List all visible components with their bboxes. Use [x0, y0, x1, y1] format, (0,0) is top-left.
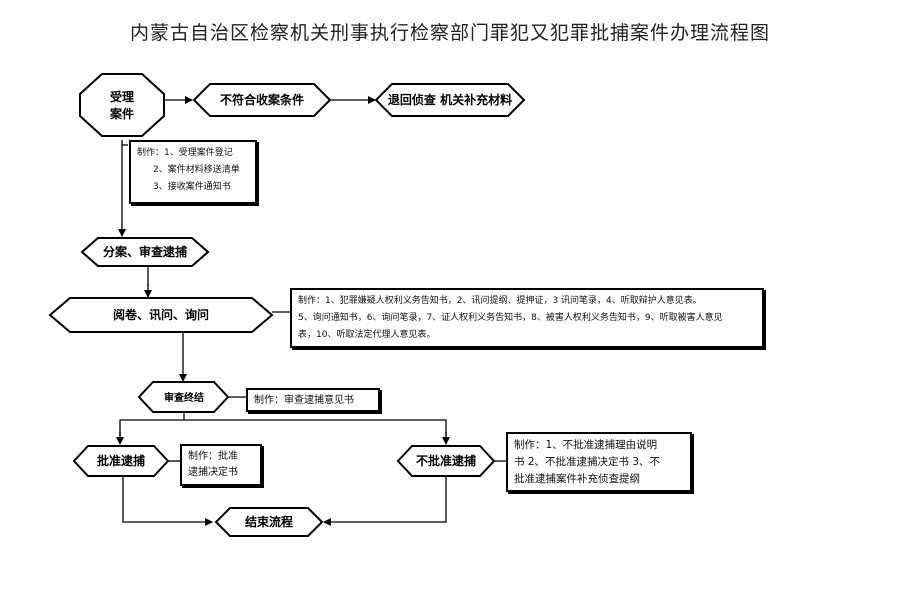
node-end-label: 结束流程	[245, 514, 293, 529]
node-review-label: 阅卷、讯问、询问	[113, 307, 209, 322]
node-not-meet-criteria: 不符合收案条件	[192, 83, 332, 117]
note-accept-line: 2、案件材料移送清单	[153, 165, 240, 175]
note-approve-documents: 制作：批准 逮捕决定书	[180, 444, 262, 486]
note-disapprove-line: 书 2、不批准逮捕决定书 3、不	[514, 456, 661, 468]
arrow-approve-to-end	[122, 477, 213, 526]
node-approve-arrest: 批准逮捕	[72, 445, 170, 477]
page-title: 内蒙古自治区检察机关刑事执行检察部门罪犯又犯罪批捕案件办理流程图	[129, 22, 770, 44]
node-approve-label: 批准逮捕	[97, 453, 145, 468]
node-not-meet-label: 不符合收案条件	[220, 92, 304, 107]
node-accept-line2: 案件	[109, 106, 134, 121]
note-end-review-line: 制作：审查逮捕意见书	[254, 395, 354, 406]
node-disapprove-label: 不批准逮捕	[416, 453, 476, 468]
node-end-review-label: 审查终结	[164, 391, 204, 404]
note-review-line: 制作：1、犯罪嫌疑人权利义务告知书，2、讯问提纲、提押证，3 讯问笔录，4、听取…	[298, 296, 702, 306]
note-approve-line: 逮捕决定书	[188, 467, 238, 478]
node-accept-case: 受理 案件	[79, 73, 165, 137]
note-review-line: 5、询问通知书，6、询问笔录，7、证人权利义务告知书，8、被害人权利义务告知书，…	[298, 313, 723, 323]
node-assign-label: 分案、审查逮捕	[103, 244, 187, 259]
note-review-documents: 制作：1、犯罪嫌疑人权利义务告知书，2、讯问提纲、提押证，3 讯问笔录，4、听取…	[290, 288, 764, 348]
note-accept-line: 制作：1、受理案件登记	[137, 148, 233, 158]
node-return-investigation: 退回侦查 机关补充材料	[374, 83, 526, 117]
node-return-label: 退回侦查 机关补充材料	[388, 92, 512, 107]
node-review-conclusion: 审查终结	[137, 381, 230, 413]
node-end-process: 结束流程	[214, 507, 324, 537]
note-accept-documents: 制作：1、受理案件登记 2、案件材料移送清单 3、接收案件通知书	[129, 140, 257, 204]
note-disapprove-line: 制作：1、不批准逮捕理由说明	[514, 439, 658, 451]
node-disapprove-arrest: 不批准逮捕	[396, 445, 496, 477]
note-end-review-documents: 制作：审查逮捕意见书	[246, 388, 380, 412]
line-split	[119, 419, 447, 436]
node-accept-line1: 受理	[110, 89, 134, 104]
note-disapprove-line: 批准逮捕案件补充侦查提纲	[514, 473, 640, 485]
arrow-disapprove-to-end	[323, 477, 447, 526]
node-review-interrogate: 阅卷、讯问、询问	[48, 297, 274, 333]
note-review-line: 表，10、听取法定代理人意见表。	[298, 330, 436, 340]
note-accept-line: 3、接收案件通知书	[153, 182, 231, 192]
node-assign-review: 分案、审查逮捕	[80, 237, 210, 267]
note-disapprove-documents: 制作：1、不批准逮捕理由说明 书 2、不批准逮捕决定书 3、不 批准逮捕案件补充…	[506, 432, 692, 492]
note-approve-line: 制作：批准	[188, 451, 238, 462]
